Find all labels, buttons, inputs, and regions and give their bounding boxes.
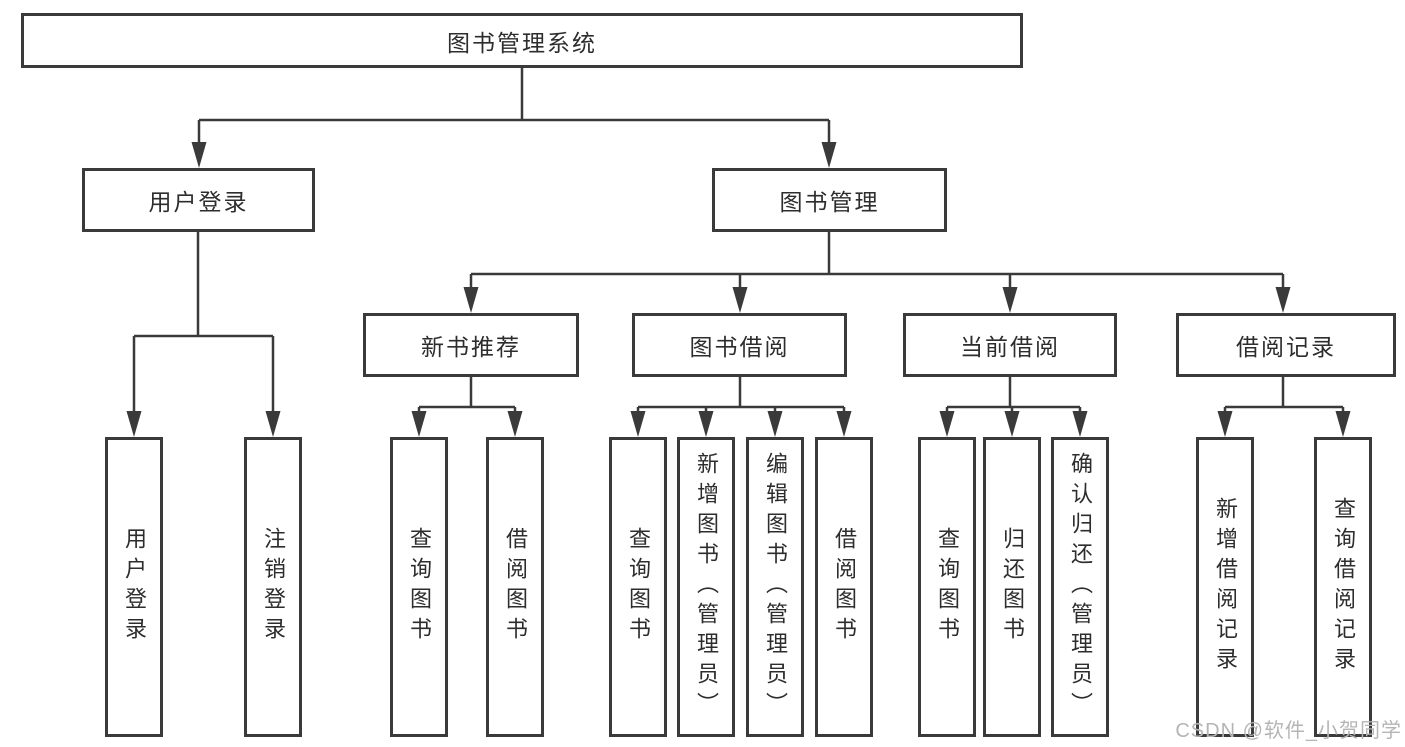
node-label: 编辑图书（管理员） bbox=[763, 452, 788, 722]
leaf-query-books-current: 查询图书 bbox=[918, 437, 976, 737]
node-label: 确认归还（管理员） bbox=[1068, 452, 1093, 722]
node-new-book-recommend: 新书推荐 bbox=[363, 313, 579, 377]
node-label: 用户登录 bbox=[122, 527, 147, 647]
leaf-edit-books-admin: 编辑图书（管理员） bbox=[746, 437, 804, 737]
node-current-borrowing: 当前借阅 bbox=[903, 313, 1117, 377]
node-label: 新增借阅记录 bbox=[1213, 497, 1238, 677]
node-label: 注销登录 bbox=[261, 527, 286, 647]
leaf-logout-login: 注销登录 bbox=[244, 437, 302, 737]
node-library-system: 图书管理系统 bbox=[21, 13, 1023, 68]
leaf-borrow-books-recommend: 借阅图书 bbox=[486, 437, 544, 737]
node-borrowing-records: 借阅记录 bbox=[1176, 313, 1396, 377]
node-book-borrowing: 图书借阅 bbox=[632, 313, 847, 377]
watermark: CSDN @软件_小贺同学 bbox=[1175, 720, 1402, 742]
node-user-login: 用户登录 bbox=[82, 168, 315, 232]
node-label: 图书借阅 bbox=[689, 334, 790, 360]
node-label: 归还图书 bbox=[1000, 527, 1025, 647]
node-label: 借阅图书 bbox=[503, 527, 528, 647]
node-label: 查询图书 bbox=[935, 527, 960, 647]
node-label: 查询图书 bbox=[626, 527, 651, 647]
leaf-add-borrow-record: 新增借阅记录 bbox=[1196, 437, 1254, 737]
leaf-confirm-return-admin: 确认归还（管理员） bbox=[1051, 437, 1109, 737]
node-label: 查询图书 bbox=[407, 527, 432, 647]
leaf-borrow-books-borrowing: 借阅图书 bbox=[815, 437, 873, 737]
leaf-add-books-admin: 新增图书（管理员） bbox=[677, 437, 735, 737]
node-label: 查询借阅记录 bbox=[1331, 497, 1356, 677]
leaf-query-books-borrowing: 查询图书 bbox=[609, 437, 667, 737]
leaf-query-books-recommend: 查询图书 bbox=[390, 437, 448, 737]
node-label: 新书推荐 bbox=[421, 334, 521, 360]
node-label: 用户登录 bbox=[148, 189, 249, 215]
leaf-query-borrow-record: 查询借阅记录 bbox=[1314, 437, 1372, 737]
node-label: 图书管理系统 bbox=[447, 29, 597, 56]
leaf-return-books: 归还图书 bbox=[983, 437, 1041, 737]
node-label: 图书管理 bbox=[779, 189, 880, 215]
node-label: 借阅记录 bbox=[1236, 334, 1336, 360]
node-label: 借阅图书 bbox=[832, 527, 857, 647]
node-label: 当前借阅 bbox=[960, 334, 1060, 360]
leaf-user-login: 用户登录 bbox=[105, 437, 163, 737]
node-label: 新增图书（管理员） bbox=[694, 452, 719, 722]
node-book-management: 图书管理 bbox=[712, 168, 947, 232]
